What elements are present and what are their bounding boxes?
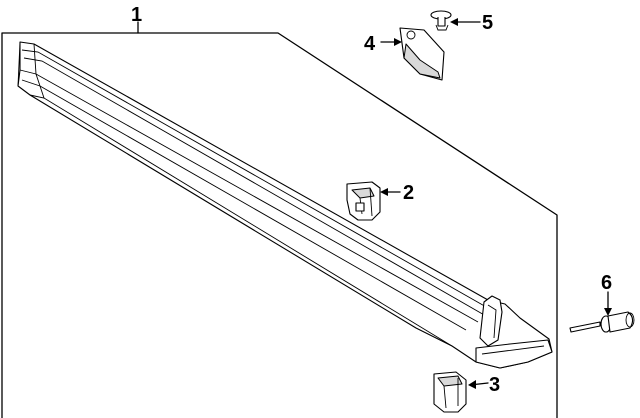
callout-6: 6 [601, 272, 612, 294]
clip-part-3 [433, 371, 467, 413]
callout-3: 3 [489, 374, 500, 396]
callout-4: 4 [364, 33, 376, 55]
panel-outline [1, 32, 558, 418]
leader-lines [137, 18, 612, 389]
push-clip-part-5 [430, 10, 452, 31]
callout-2: 2 [403, 182, 414, 204]
callout-1: 1 [131, 4, 142, 26]
rocker-molding [17, 41, 553, 369]
protector-part-4 [399, 27, 445, 81]
callout-5: 5 [482, 12, 493, 34]
rivet-part-6 [569, 311, 635, 333]
clip-part-2 [346, 181, 381, 221]
